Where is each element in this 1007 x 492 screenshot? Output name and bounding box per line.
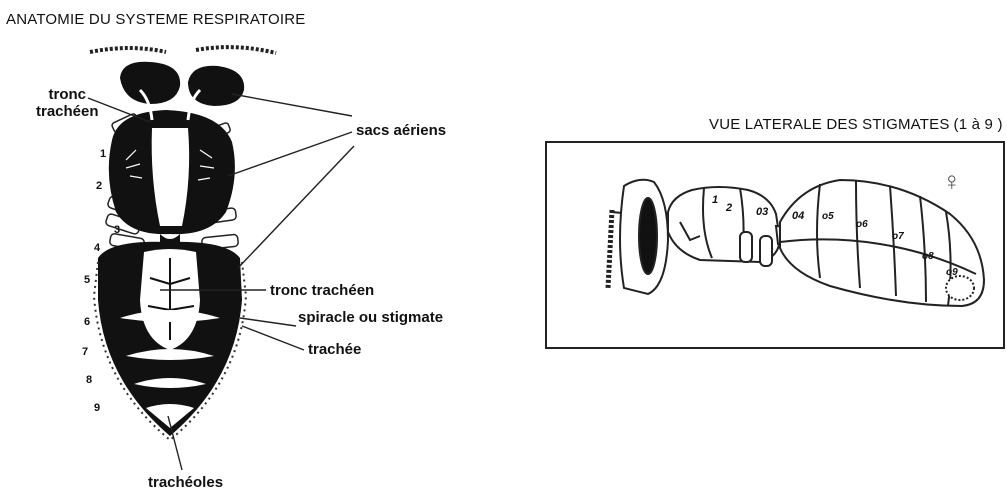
stigma-number: o6 bbox=[856, 219, 868, 230]
stigma-number: 04 bbox=[792, 210, 805, 222]
stigma-number: o8 bbox=[922, 251, 934, 262]
right-title-range: (1 à 9 ) bbox=[953, 116, 1003, 133]
stigma-number: o7 bbox=[892, 231, 904, 242]
label-line: tronc bbox=[48, 86, 87, 103]
label-tracheoles: trachéoles bbox=[148, 474, 224, 491]
left-diagram-title: ANATOMIE DU SYSTEME RESPIRATOIRE bbox=[6, 11, 306, 28]
stigma-number: 1 bbox=[712, 194, 719, 206]
segment-number: 7 bbox=[82, 346, 89, 358]
label-tronc-tracheen-top: tronc trachéen bbox=[36, 86, 99, 120]
stigma-number: 03 bbox=[756, 206, 769, 218]
stigma-number: o5 bbox=[822, 211, 834, 222]
segment-number: 8 bbox=[86, 374, 93, 386]
right-title-text: VUE LATERALE DES STIGMATES bbox=[709, 116, 950, 133]
segment-number: 3 bbox=[114, 224, 121, 236]
segment-number: 6 bbox=[84, 316, 91, 328]
segment-number: 9 bbox=[94, 402, 101, 414]
right-diagram-title: VUE LATERALE DES STIGMATES(1 à 9 ) bbox=[709, 116, 1003, 133]
label-sacs-aeriens: sacs aériens bbox=[356, 122, 447, 139]
segment-number: 4 bbox=[94, 242, 101, 254]
segment-number: 1 bbox=[100, 148, 107, 160]
label-line: trachéen bbox=[36, 103, 99, 120]
segment-number: 2 bbox=[96, 180, 103, 192]
female-symbol: ♀ bbox=[942, 166, 962, 196]
stigma-number: o9 bbox=[946, 267, 958, 278]
label-spiracle: spiracle ou stigmate bbox=[298, 309, 444, 326]
segment-number: 5 bbox=[84, 274, 91, 286]
label-tronc-tracheen-mid: tronc trachéen bbox=[270, 282, 375, 299]
stigma-number: 2 bbox=[726, 202, 733, 214]
label-trachee: trachée bbox=[308, 341, 362, 358]
